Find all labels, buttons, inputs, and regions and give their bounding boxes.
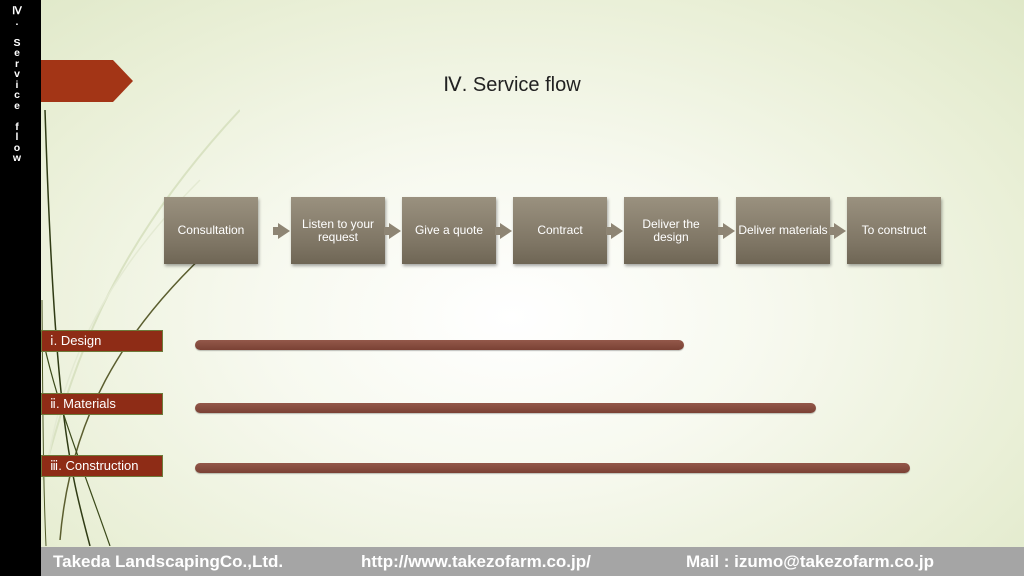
footer-url: http://www.takezofarm.co.jp/ [361, 551, 591, 571]
flow-arrow-icon [273, 223, 290, 239]
flow-arrow-icon [384, 223, 401, 239]
flow-step-consultation: Consultation [164, 197, 258, 264]
phase-label-materials: ⅱ. Materials [41, 393, 163, 415]
flow-step-listen: Listen to your request [291, 197, 385, 264]
flow-step-quote: Give a quote [402, 197, 496, 264]
flow-step-deliver-materials: Deliver materials [736, 197, 830, 264]
flow-arrow-icon [829, 223, 846, 239]
flow-arrow-icon [495, 223, 512, 239]
flow-step-deliver-design: Deliver the design [624, 197, 718, 264]
phase-label-construction: ⅲ. Construction [41, 455, 163, 477]
footer-mail: Mail : izumo@takezofarm.co.jp [686, 551, 935, 571]
slide-title: Ⅳ. Service flow [0, 72, 1024, 97]
section-tag-arrow [41, 60, 133, 102]
footer-bar: Takeda LandscapingCo.,Ltd. http://www.ta… [41, 547, 1024, 576]
sidebar: Ⅳ . S e r v i c e f l o w [0, 0, 41, 576]
footer-company: Takeda LandscapingCo.,Ltd. [53, 551, 284, 571]
flow-step-contract: Contract [513, 197, 607, 264]
phase-bar-materials [195, 403, 816, 413]
phase-bar-construction [195, 463, 910, 473]
section-vertical-title: Ⅳ . S e r v i c e f l o w [12, 5, 22, 164]
flow-step-construct: To construct [847, 197, 941, 264]
phase-label-design: ⅰ. Design [41, 330, 163, 352]
phase-bar-design [195, 340, 684, 350]
slide-title-text: Ⅳ. Service flow [443, 74, 581, 96]
flow-arrow-icon [718, 223, 735, 239]
flow-arrow-icon [606, 223, 623, 239]
